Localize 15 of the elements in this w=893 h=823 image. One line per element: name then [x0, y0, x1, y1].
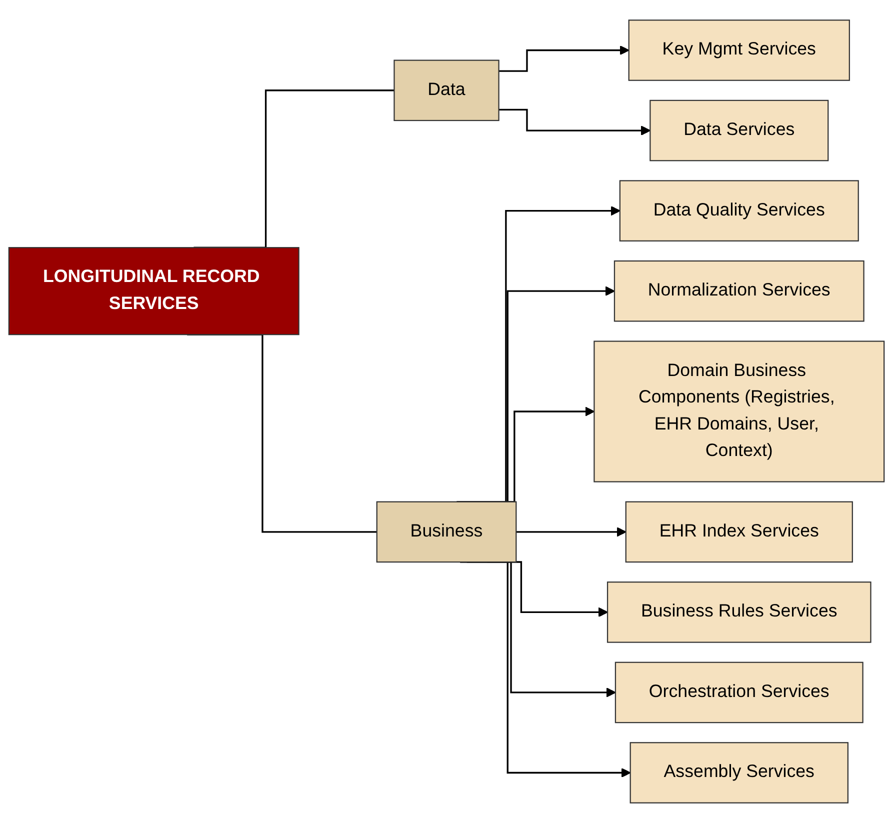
node-box: Data Quality Services	[619, 180, 859, 242]
node-box: EHR Index Services	[625, 501, 853, 563]
node-box: Domain Business Components (Registries, EHR Domains, User, Context)	[594, 340, 885, 482]
arrow	[498, 108, 651, 136]
node-box: Key Mgmt Services	[628, 20, 850, 81]
node-box: Business	[376, 501, 517, 563]
node-box: Orchestration Services	[614, 662, 864, 724]
arrow	[516, 527, 626, 537]
node-box: Normalization Services	[614, 260, 864, 322]
node-box: Assembly Services	[630, 742, 848, 804]
node-box: Business Rules Services	[606, 582, 872, 643]
node-box: Data	[394, 60, 500, 122]
arrow	[498, 45, 630, 72]
node-box: LONGITUDINAL RECORD SERVICES	[8, 247, 300, 336]
node-box: Data Services	[650, 100, 829, 162]
